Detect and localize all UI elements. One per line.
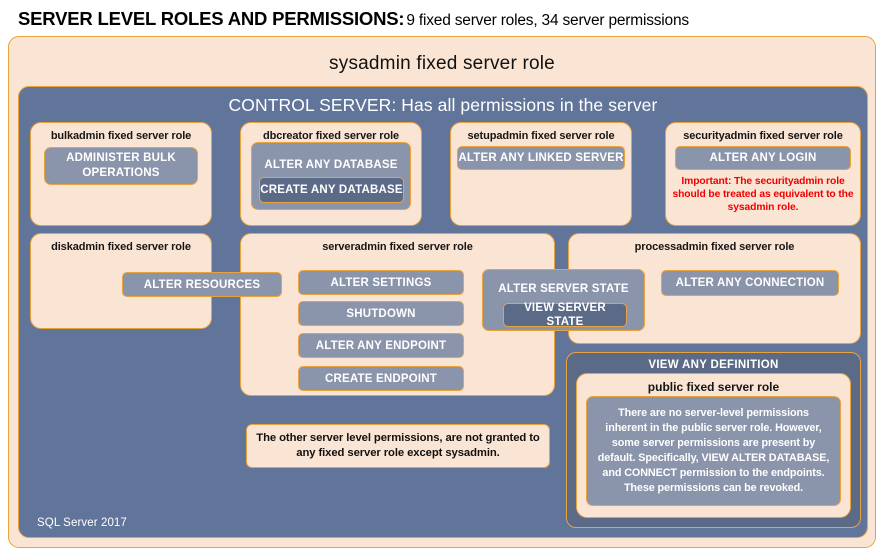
role-title-dbcreator: dbcreator fixed server role <box>262 130 400 142</box>
permission-label: ALTER ANY DATABASE <box>264 159 398 171</box>
role-title-securityadmin: securityadmin fixed server role <box>683 130 843 142</box>
page-title-subtitle: 9 fixed server roles, 34 server permissi… <box>406 12 689 29</box>
permission-label: CREATE ANY DATABASE <box>260 184 403 196</box>
product-version-label: SQL Server 2017 <box>37 517 127 529</box>
page-title-main: SERVER LEVEL ROLES AND PERMISSIONS: <box>18 8 405 29</box>
permission-label: VIEW SERVER STATE <box>524 302 606 328</box>
permission-alter-resources[interactable]: ALTER RESOURCES <box>122 272 282 297</box>
permission-label: ALTER ANY LINKED SERVER <box>458 152 624 164</box>
role-title-serveradmin: serveradmin fixed server role <box>322 241 473 253</box>
role-title-public: public fixed server role <box>647 380 780 394</box>
permission-create-any-database[interactable]: CREATE ANY DATABASE <box>259 177 404 203</box>
permission-create-endpoint[interactable]: CREATE ENDPOINT <box>298 366 464 391</box>
permission-alter-any-endpoint[interactable]: ALTER ANY ENDPOINT <box>298 333 464 358</box>
permission-label: ALTER SETTINGS <box>330 276 432 289</box>
permission-label: VIEW ANY DEFINITION <box>648 359 779 371</box>
sysadmin-role-title: sysadmin fixed server role <box>329 53 555 74</box>
permission-alter-any-linked-server[interactable]: ALTER ANY LINKED SERVER <box>457 146 625 170</box>
permission-view-server-state[interactable]: VIEW SERVER STATE <box>503 302 627 328</box>
permission-label: ALTER ANY CONNECTION <box>675 277 825 289</box>
permission-label: ALTER SERVER STATE <box>498 283 629 295</box>
permission-label: SHUTDOWN <box>346 307 416 320</box>
permission-alter-settings[interactable]: ALTER SETTINGS <box>298 270 464 295</box>
control-server-label: CONTROL SERVER: Has all permissions in t… <box>228 95 658 115</box>
permission-label: ADMINISTER BULK OPERATIONS <box>66 152 176 179</box>
permission-label: ALTER RESOURCES <box>143 278 261 291</box>
public-role-description-box: There are no server-level permissions in… <box>586 396 841 506</box>
permission-shutdown[interactable]: SHUTDOWN <box>298 301 464 326</box>
page-title: SERVER LEVEL ROLES AND PERMISSIONS:9 fix… <box>18 8 868 34</box>
role-title-diskadmin: diskadmin fixed server role <box>51 241 191 253</box>
public-role-description-text: There are no server-level permissions in… <box>597 407 830 494</box>
note-text: The other server level permissions, are … <box>256 432 540 459</box>
role-title-setupadmin: setupadmin fixed server role <box>467 130 615 142</box>
note-other-permissions: The other server level permissions, are … <box>246 424 550 468</box>
permission-administer-bulk-operations[interactable]: ADMINISTER BULK OPERATIONS <box>44 147 198 185</box>
permission-alter-any-connection[interactable]: ALTER ANY CONNECTION <box>661 270 839 296</box>
permission-label: ALTER ANY ENDPOINT <box>315 339 447 352</box>
permission-label: ALTER ANY LOGIN <box>709 152 817 164</box>
permission-label: CREATE ENDPOINT <box>324 372 438 385</box>
role-title-processadmin: processadmin fixed server role <box>634 241 795 253</box>
permission-alter-any-login[interactable]: ALTER ANY LOGIN <box>675 146 851 170</box>
role-box-securityadmin: securityadmin fixed server role <box>665 122 861 226</box>
securityadmin-warning-text: Important: The securityadmin role should… <box>672 176 854 213</box>
role-title-bulkadmin: bulkadmin fixed server role <box>50 130 192 142</box>
role-box-setupadmin: setupadmin fixed server role <box>450 122 632 226</box>
